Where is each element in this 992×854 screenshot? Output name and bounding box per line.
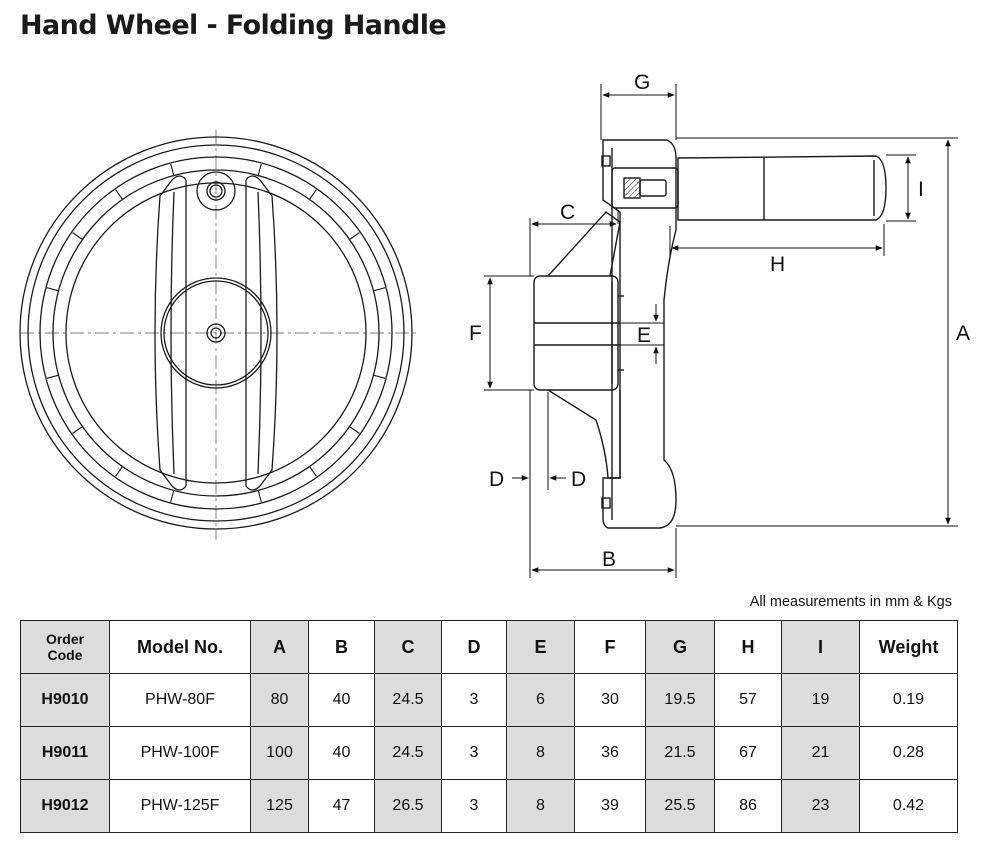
spec-table: Order Code Model No. A B C D E F G H I W… bbox=[20, 620, 958, 833]
side-view bbox=[533, 139, 887, 529]
header-g: G bbox=[645, 620, 715, 674]
cell-b: 40 bbox=[308, 726, 375, 780]
cell-i: 21 bbox=[781, 726, 860, 780]
cell-c: 24.5 bbox=[374, 726, 442, 780]
cell-order-code: H9011 bbox=[20, 726, 110, 780]
dim-label-e: E bbox=[637, 324, 651, 347]
cell-d: 3 bbox=[441, 726, 507, 780]
dim-label-d-right: D bbox=[571, 468, 586, 491]
page-title: Hand Wheel - Folding Handle bbox=[20, 10, 447, 41]
cell-weight: 0.28 bbox=[859, 726, 958, 780]
header-h: H bbox=[714, 620, 782, 674]
header-d: D bbox=[441, 620, 507, 674]
header-f: F bbox=[574, 620, 646, 674]
cell-a: 80 bbox=[250, 673, 309, 727]
header-i: I bbox=[781, 620, 860, 674]
front-view bbox=[19, 130, 420, 540]
cell-model: PHW-125F bbox=[109, 779, 251, 833]
table-row: H9010 PHW-80F 80 40 24.5 3 6 30 19.5 57 … bbox=[20, 673, 958, 727]
table-row: H9012 PHW-125F 125 47 26.5 3 8 39 25.5 8… bbox=[20, 779, 958, 833]
header-e: E bbox=[506, 620, 575, 674]
table-row: H9011 PHW-100F 100 40 24.5 3 8 36 21.5 6… bbox=[20, 726, 958, 780]
dim-label-g: G bbox=[634, 71, 650, 94]
dim-label-c: C bbox=[560, 201, 575, 224]
cell-i: 23 bbox=[781, 779, 860, 833]
header-order-line2: Code bbox=[47, 647, 83, 663]
technical-drawing: G A I H C F E D D B bbox=[19, 71, 970, 578]
header-order-line1: Order bbox=[45, 631, 85, 647]
cell-c: 24.5 bbox=[374, 673, 442, 727]
dim-label-i: I bbox=[918, 178, 924, 201]
cell-e: 8 bbox=[506, 726, 575, 780]
cell-h: 57 bbox=[714, 673, 782, 727]
cell-h: 67 bbox=[714, 726, 782, 780]
dim-label-b: B bbox=[602, 548, 616, 571]
cell-f: 30 bbox=[574, 673, 646, 727]
header-model: Model No. bbox=[109, 620, 251, 674]
header-b: B bbox=[308, 620, 375, 674]
cell-b: 40 bbox=[308, 673, 375, 727]
header-c: C bbox=[374, 620, 442, 674]
header-a: A bbox=[250, 620, 309, 674]
cell-model: PHW-80F bbox=[109, 673, 251, 727]
cell-a: 100 bbox=[250, 726, 309, 780]
measurement-note: All measurements in mm & Kgs bbox=[749, 594, 952, 610]
cell-i: 19 bbox=[781, 673, 860, 727]
cell-f: 36 bbox=[574, 726, 646, 780]
cell-f: 39 bbox=[574, 779, 646, 833]
cell-order-code: H9012 bbox=[20, 779, 110, 833]
cell-b: 47 bbox=[308, 779, 375, 833]
cell-g: 19.5 bbox=[645, 673, 715, 727]
cell-d: 3 bbox=[441, 779, 507, 833]
dim-label-h: H bbox=[770, 253, 785, 276]
cell-e: 6 bbox=[506, 673, 575, 727]
cell-h: 86 bbox=[714, 779, 782, 833]
header-weight: Weight bbox=[859, 620, 958, 674]
dim-label-d-left: D bbox=[489, 468, 504, 491]
cell-weight: 0.42 bbox=[859, 779, 958, 833]
header-order-code: Order Code bbox=[20, 620, 110, 674]
cell-g: 21.5 bbox=[645, 726, 715, 780]
dim-label-f: F bbox=[469, 322, 482, 345]
dimension-lines bbox=[484, 84, 958, 578]
table-header-row: Order Code Model No. A B C D E F G H I W… bbox=[20, 620, 958, 674]
cell-c: 26.5 bbox=[374, 779, 442, 833]
cell-order-code: H9010 bbox=[20, 673, 110, 727]
cell-d: 3 bbox=[441, 673, 507, 727]
cell-g: 25.5 bbox=[645, 779, 715, 833]
cell-e: 8 bbox=[506, 779, 575, 833]
cell-model: PHW-100F bbox=[109, 726, 251, 780]
cell-a: 125 bbox=[250, 779, 309, 833]
dim-label-a: A bbox=[956, 322, 970, 345]
cell-weight: 0.19 bbox=[859, 673, 958, 727]
